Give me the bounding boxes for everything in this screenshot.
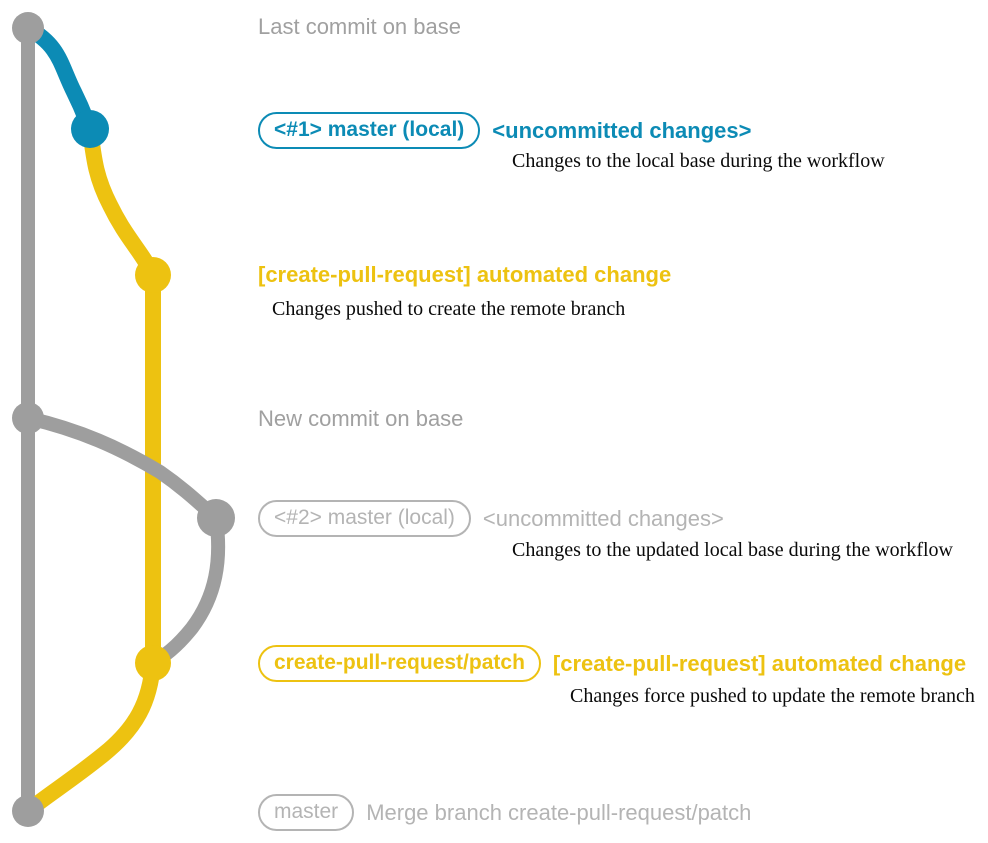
commit-description-local-master-2: Changes to the updated local base during… [512, 539, 953, 561]
commit-row-merge: master Merge branch create-pull-request/… [258, 794, 751, 831]
commit-description-local-master-1: Changes to the local base during the wor… [512, 150, 885, 172]
local2-branch-line-gray [21, 411, 223, 525]
commit-headline: [create-pull-request] automated change [258, 262, 672, 287]
commit-node-local-master-1[interactable] [71, 110, 109, 148]
commit-row-last-commit-on-base: Last commit on base [258, 16, 461, 38]
commit-headline: Merge branch create-pull-request/patch [366, 799, 752, 825]
branch-pill-master[interactable]: master [258, 794, 355, 831]
commit-node-merge[interactable] [12, 795, 44, 827]
branch-pill-create-pull-request-patch[interactable]: create-pull-request/patch [258, 645, 541, 682]
patch-branch-line-upper [82, 121, 161, 671]
branch-pill-local-master-1[interactable]: <#1> master (local) [258, 112, 481, 149]
commit-description-automated-change-1: Changes pushed to create the remote bran… [272, 298, 626, 320]
commit-node-automated-change-1[interactable] [135, 257, 171, 293]
commit-headline: New commit on base [258, 406, 464, 431]
commit-node-local-master-2[interactable] [197, 499, 235, 537]
commit-headline: <uncommitted changes> [492, 117, 752, 143]
commit-row-local-master-2: <#2> master (local) <uncommitted changes… [258, 500, 724, 537]
local2-to-patch-line [146, 511, 226, 670]
commit-row-local-master-1: <#1> master (local) <uncommitted changes… [258, 112, 751, 149]
commit-node-automated-change-2[interactable] [135, 645, 171, 681]
commit-headline: <uncommitted changes> [482, 505, 724, 531]
commit-row-automated-change-2: create-pull-request/patch [create-pull-r… [258, 645, 966, 682]
commit-node-last-commit-on-base[interactable] [12, 12, 44, 44]
patch-merge-line [20, 655, 161, 819]
branch-pill-local-master-2[interactable]: <#2> master (local) [258, 500, 471, 537]
commit-node-new-commit-on-base[interactable] [12, 402, 44, 434]
commit-headline: [create-pull-request] automated change [552, 650, 967, 676]
commit-description-automated-change-2: Changes force pushed to update the remot… [570, 685, 975, 707]
commit-row-new-commit-on-base: New commit on base [258, 408, 463, 430]
commit-row-automated-change-1: [create-pull-request] automated change [258, 264, 671, 286]
commit-headline: Last commit on base [258, 14, 461, 39]
